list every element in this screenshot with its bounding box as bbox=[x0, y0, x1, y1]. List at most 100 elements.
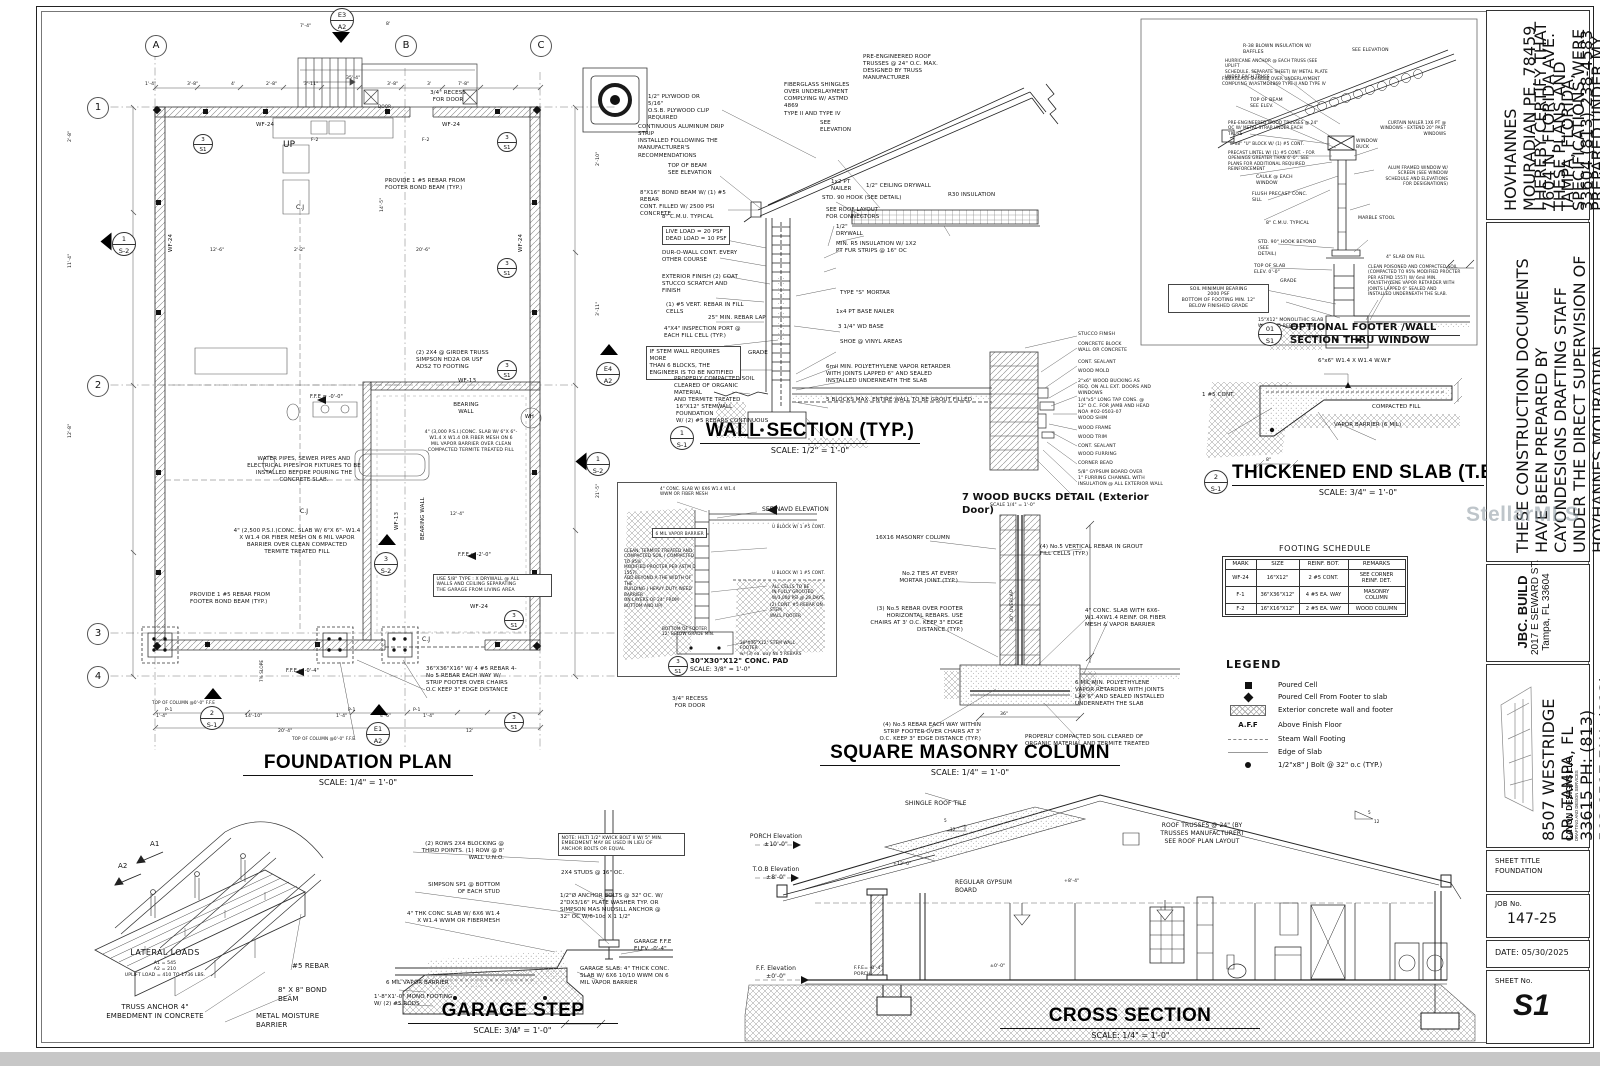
wb-label: 5/8" GYPSUM BOARD OVER 1" FURRING CHANNE… bbox=[1078, 470, 1164, 487]
masonry-column-drawing bbox=[940, 505, 1180, 755]
legend-item: Exterior concrete wall and footer bbox=[1226, 704, 1393, 716]
sd-label: BOTTOM OF FOOTER 12" BELOW GRADE MIN. bbox=[662, 626, 715, 637]
sw-note: ALUM FRAMED WINDOW W/ SCREEN (SEE WINDOW… bbox=[1385, 165, 1448, 187]
cs-elev-0: ±0'-0" bbox=[990, 964, 1006, 969]
dim: 1'-4" bbox=[156, 714, 168, 719]
p1-label: P-1 bbox=[413, 708, 421, 713]
dim: 7'-8" bbox=[458, 82, 470, 87]
section-marker-e1a2-arrow bbox=[370, 704, 388, 715]
dim: 12' bbox=[466, 729, 474, 734]
wall-section-title: WALL SECTION (TYP.) bbox=[700, 420, 920, 444]
page-edge bbox=[0, 1052, 1600, 1066]
dim: 20'-4" bbox=[278, 729, 293, 734]
fs-cell: SEE CORNER REINF. DET. bbox=[1347, 569, 1406, 588]
ws-note: SEE ROOF LAYOUT FOR CONNECTORS bbox=[826, 207, 880, 221]
sw-note: CAULK @ EACH WINDOW bbox=[1256, 175, 1293, 186]
control-joint-label: C.J bbox=[422, 636, 431, 643]
job-number-box: JOB No. 147-25 bbox=[1486, 894, 1590, 938]
dim: 12'-8" bbox=[68, 423, 73, 438]
moisture-barrier-label: METAL MOISTURE BARRIER bbox=[256, 1012, 320, 1030]
truss-anchor-drawing bbox=[55, 800, 345, 1045]
ws-note: FIBERGLASS SHINGLES OVER UNDERLAYMENT CO… bbox=[784, 82, 850, 117]
masonry-column-title: SQUARE MASONRY COLUMN bbox=[820, 742, 1120, 766]
section-marker-2s1-arrow bbox=[204, 688, 222, 699]
cs-trusses-label: ROOF TRUSSES @ 24" (BY TRUSSES MANUFACTU… bbox=[1160, 822, 1244, 845]
control-joint-label: C.J bbox=[296, 204, 305, 211]
ll-a2-label: A2 bbox=[118, 862, 128, 870]
masonry-column-scale: SCALE: 1/4" = 1'-0" bbox=[930, 768, 1010, 777]
gs-label: 1'-8"X1'-0" MONO FOOTING W/ (2) #5 RODS bbox=[374, 994, 453, 1008]
certification-text: I HEREBY CERTIFY THAT THESE PLANS AND SP… bbox=[1531, 21, 1600, 211]
dim: 2'-8" bbox=[266, 82, 278, 87]
ws-note: 1/2" CEILING DRYWALL bbox=[866, 183, 931, 189]
gs-label: 4" THK CONC SLAB W/ 6X6 W1.4 X W1.4 WWM … bbox=[406, 911, 500, 925]
recess-note: 3/4" RECESS FOR DOOR bbox=[430, 90, 466, 104]
fs-cell: WOOD COLUMN bbox=[1347, 603, 1406, 615]
sd-label: U BLOCK W/ 1 #5 CONT. bbox=[772, 524, 825, 529]
pipes-note: WATER PIPES, SEWER PIPES AND ELECTRICAL … bbox=[247, 456, 361, 484]
sw-note: R-38 BLOWN INSULATION W/ BAFFLES bbox=[1243, 44, 1312, 55]
wf24-label-v: WF-24 bbox=[168, 233, 174, 252]
rebar-note-2: PROVIDE 1 #5 REBAR FROM FOOTER BOND BEAM… bbox=[190, 592, 271, 606]
mc-label: 16X16 MASONRY COLUMN bbox=[875, 535, 950, 541]
aff-abbrev: A.F.F bbox=[1238, 721, 1258, 729]
ws-note: SHOE @ VINYL AREAS bbox=[840, 339, 903, 345]
wb-label: CONCRETE BLOCK WALL OR CONCRETE bbox=[1078, 342, 1128, 353]
te-dim-8: 8" bbox=[1266, 458, 1272, 463]
gs-label: 6 MIL VAPOR BARRIER bbox=[386, 980, 449, 986]
sheet-number-box: SHEET No. S1 bbox=[1486, 970, 1590, 1044]
dim: 2'-10" bbox=[596, 151, 601, 166]
ws-note: EXTERIOR FINISH (2) COAT STUCCO SCRATCH … bbox=[662, 274, 738, 295]
lateral-loads-values: A1 = 545 A2 = 210 UPLIFT LOAD = 410 TO 1… bbox=[124, 961, 206, 978]
date-box: DATE: 05/30/2025 bbox=[1486, 940, 1590, 968]
mc-label: (4) No.5 VERTICAL REBAR IN GROUT FILL CE… bbox=[1040, 544, 1143, 558]
gs-dim-16: 16" bbox=[512, 1030, 521, 1035]
wf13-label-v: WF-13 bbox=[394, 511, 400, 530]
dim: 1'-4" bbox=[145, 82, 157, 87]
dim: 1'-4" bbox=[423, 714, 435, 719]
firm-box: 8507 WESTRIDGE DR. TAMPA, FL 33615 PH: (… bbox=[1486, 664, 1600, 848]
wb-label: WOOD MOLD bbox=[1078, 369, 1110, 374]
wood-bucks-scale: SCALE 1/4" = 1'-0" bbox=[990, 503, 1036, 508]
wf24-label-v: WF-24 bbox=[518, 233, 524, 252]
mc-dim-36: 36" bbox=[1000, 712, 1009, 717]
gs-label: (2) ROWS 2X4 BLOCKING @ THIRD POINTS. (1… bbox=[421, 841, 504, 862]
cs-ff-elev-label: F.F. Elevation ±0'-0" bbox=[756, 965, 796, 980]
top-of-column-label: TOP OF COLUMN @0'-0" F.F.E bbox=[292, 736, 356, 741]
ws-note: 1x2 PT NAILER bbox=[831, 179, 852, 193]
sw-note: FIBERGLASS SHINGLE OVER UNDERLAYMENT COM… bbox=[1222, 76, 1326, 87]
garage-step-scale: SCALE: 3/4" = 1'-0" bbox=[473, 1026, 552, 1035]
sw-note: TOP OF SLAB ELEV. 0'-0" bbox=[1254, 264, 1286, 275]
te-cont-label: 1 #5 CONT. bbox=[1202, 392, 1235, 398]
ws-note: TOP OF BEAM SEE ELEVATION bbox=[668, 163, 712, 177]
cross-section-scale: SCALE: 1/4" = 1'-0" bbox=[1091, 1031, 1170, 1040]
pad-detail-scale: SCALE: 3/8" = 1'-0" bbox=[690, 666, 751, 673]
dim: 35'-4" bbox=[346, 76, 361, 81]
foundation-plan-scale: SCALE: 1/4" = 1'-0" bbox=[318, 778, 398, 787]
fs-cell: 2 #5 CONT. bbox=[1298, 569, 1349, 588]
wb-label: STUCCO FINISH bbox=[1078, 332, 1116, 337]
sw-note: 8" C.M.U. TYPICAL bbox=[1266, 221, 1310, 226]
dim: 20'-6" bbox=[416, 248, 431, 253]
firm-logo bbox=[1493, 679, 1539, 829]
wf24-label: WF-24 bbox=[442, 122, 461, 128]
cs-elev-84: +8'-4" bbox=[1064, 879, 1080, 884]
wb-label: CONT. SEALANT bbox=[1078, 444, 1116, 449]
sw-note: STD. 90° HOOK BEYOND (SEE DETAIL) bbox=[1258, 240, 1317, 257]
client-address-1: 2017 E SEWARD ST. bbox=[1530, 559, 1541, 655]
lateral-loads-title: LATERAL LOADS bbox=[130, 948, 200, 957]
dim: 14'-10" bbox=[245, 714, 263, 719]
gs-label: SIMPSON SP1 @ BOTTOM OF EACH STUD bbox=[428, 882, 500, 896]
bearing-wall-label: BEARING WALL bbox=[453, 402, 479, 416]
footing-schedule: MARK SIZE REINF. BOT. REMARKS WF-24 16"X… bbox=[1222, 556, 1408, 618]
slope-label: 7% SLOPE bbox=[259, 659, 264, 682]
p1-label: P-1 bbox=[165, 708, 173, 713]
fs-cell: 4 #5 EA. WAY bbox=[1298, 586, 1349, 605]
